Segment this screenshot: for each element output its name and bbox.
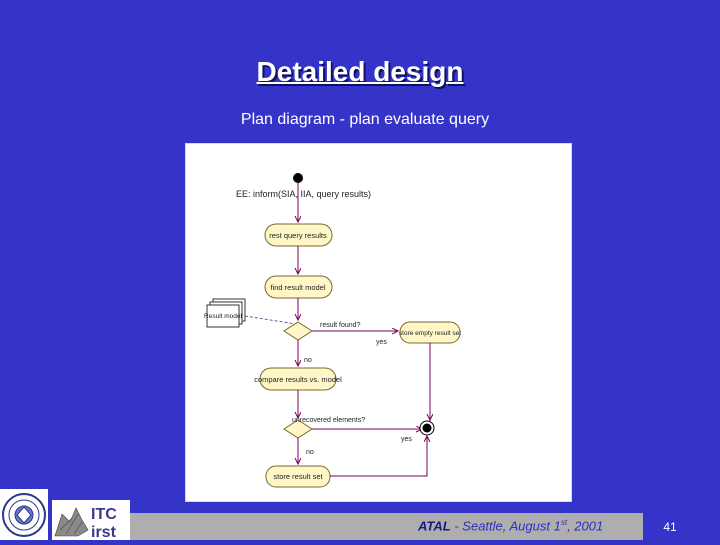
flow-line	[330, 436, 427, 477]
object-flow-line	[244, 315, 297, 325]
decision-node	[283, 321, 313, 341]
svg-text:irst: irst	[91, 524, 117, 540]
trigger-label: EE: inform(SIA, IIA, query results)	[236, 189, 371, 199]
no-label: no	[306, 449, 314, 456]
yes-label: yes	[376, 339, 387, 346]
slide-title: Detailed design	[256, 56, 464, 87]
itc-irst-logo: ITC irst	[52, 500, 130, 541]
page-number: 41	[663, 520, 677, 534]
decision-guard: unrecovered elements?	[292, 417, 365, 424]
action-label: rest query results	[269, 231, 327, 240]
plan-diagram: EE: inform(SIA, IIA, query results) rest…	[185, 143, 572, 502]
footer-strip	[130, 513, 643, 540]
action-label: find result model	[270, 283, 325, 292]
footer-citation: ATAL - Seattle, August 1st, 2001	[418, 518, 603, 533]
object-label: Result model	[204, 313, 242, 320]
slide-subtitle: Plan diagram - plan evaluate query	[240, 111, 490, 128]
footer-location: - Seattle, August 1	[450, 518, 561, 534]
action-label: store empty result set	[399, 330, 461, 337]
footer-event: ATAL	[418, 518, 451, 534]
svg-text:ITC: ITC	[91, 506, 117, 523]
decision-guard: result found?	[320, 322, 361, 329]
end-node-core	[422, 423, 432, 433]
footer-superscript: st	[560, 518, 568, 527]
object-node	[206, 304, 240, 328]
footer-year: , 2001	[567, 518, 604, 534]
start-node	[293, 173, 303, 183]
university-seal-logo	[0, 489, 48, 540]
action-label: store result set	[273, 472, 323, 481]
no-label: no	[304, 357, 312, 364]
yes-label: yes	[401, 436, 412, 443]
action-label: compare results vs. model	[254, 375, 342, 384]
